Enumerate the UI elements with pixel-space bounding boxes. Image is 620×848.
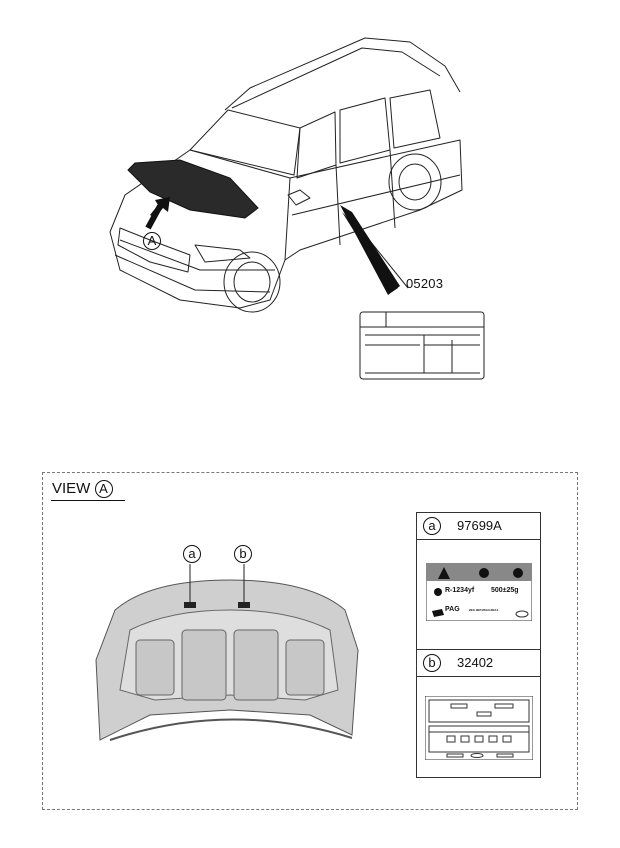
- legend-row-a: a 97699A: [417, 513, 540, 540]
- legend-row-b: b 32402: [417, 649, 540, 677]
- view-title-underline: [51, 500, 125, 501]
- callout-b: b: [234, 545, 252, 563]
- label-a-oil: PAG: [445, 606, 460, 613]
- view-title: VIEW A: [52, 480, 113, 498]
- label-b-graphic: [425, 696, 533, 760]
- view-letter: A: [94, 480, 113, 498]
- view-a-frame: [42, 472, 578, 810]
- vehicle-illustration: [109, 37, 485, 380]
- label-a-oil-codes: 2EG.3EP.2DA3.2DA4: [469, 608, 499, 612]
- label-a-refrigerant: R-1234yf: [445, 587, 475, 594]
- part-number-05203: 05203: [406, 276, 444, 291]
- callout-a: a: [183, 545, 201, 563]
- legend-panel: a 97699A R-1234yf 500±25g PAG 2EG.3EP.2D…: [416, 512, 541, 778]
- callout-A: A: [143, 232, 161, 250]
- hood-illustration: [95, 564, 359, 741]
- label-a-charge: 500±25g: [491, 587, 519, 594]
- label-a-graphic: [426, 563, 532, 621]
